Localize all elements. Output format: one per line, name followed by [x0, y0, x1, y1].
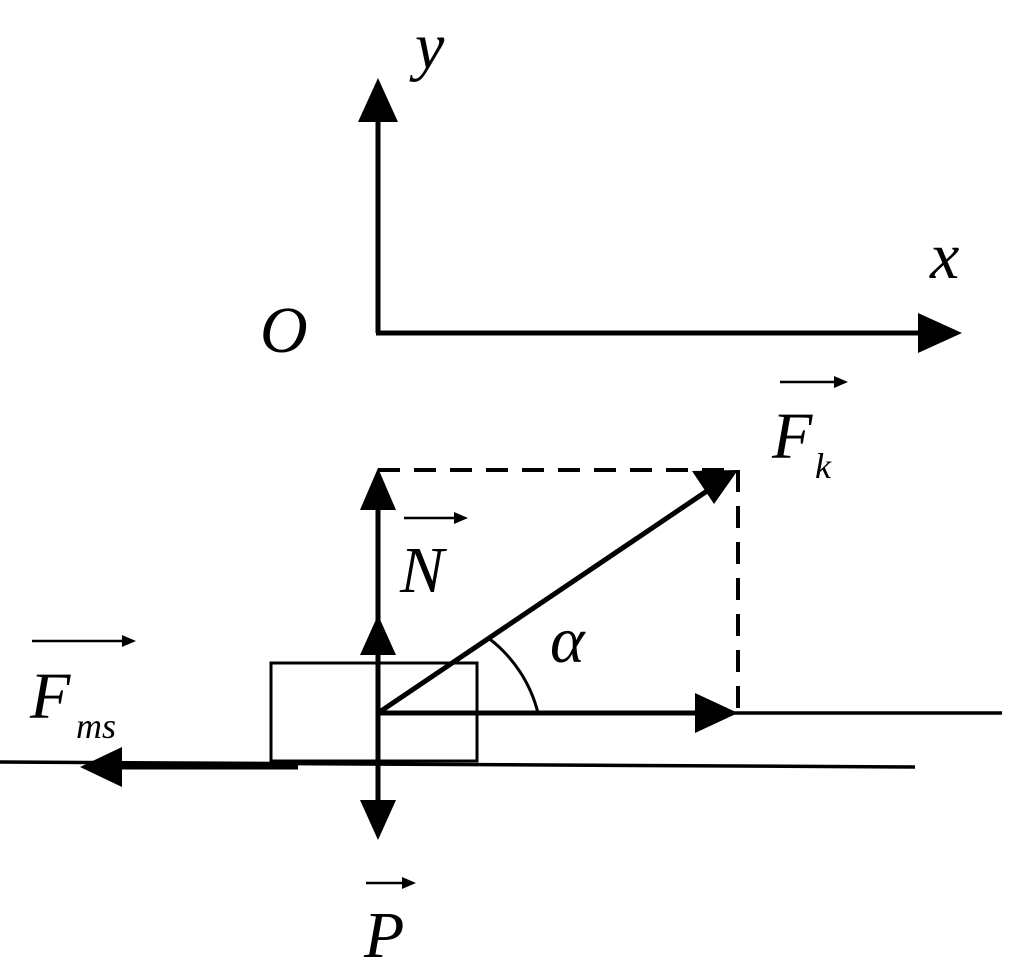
y-axis-label: y	[409, 10, 445, 83]
weight-arrowhead	[360, 800, 396, 840]
angle-arc	[487, 637, 540, 714]
pulling-force-arrow	[376, 470, 738, 716]
component-dashed-lines	[378, 468, 740, 713]
weight-arrow	[360, 713, 396, 840]
pulling-force-label: F k	[771, 376, 848, 486]
normal-force-arrow	[360, 468, 396, 713]
weight-letter: P	[363, 899, 404, 970]
coordinate-axes: O x y	[260, 10, 962, 367]
x-axis-label: x	[929, 220, 959, 293]
friction-force-letter: F	[29, 660, 71, 733]
origin-label: O	[260, 294, 308, 367]
x-axis-arrowhead	[918, 313, 962, 353]
normal-force-letter: N	[399, 534, 448, 607]
friction-force-subscript: ms	[76, 706, 116, 746]
horizontal-component-arrow	[378, 693, 738, 733]
y-axis-arrowhead	[358, 78, 398, 122]
horizontal-component-arrowhead	[695, 693, 738, 733]
friction-arrowhead	[80, 747, 122, 787]
friction-force-label: F ms	[29, 635, 136, 746]
pulling-force-arrowhead	[692, 470, 738, 504]
friction-force-arrow	[80, 747, 298, 787]
pulling-force-letter: F	[771, 400, 813, 473]
vertical-component-arrowhead	[360, 468, 396, 510]
weight-label: P	[363, 877, 416, 970]
normal-force-arrowhead	[360, 615, 396, 655]
normal-force-label: N	[399, 512, 468, 607]
angle-label: α	[550, 604, 586, 677]
pulling-force-subscript: k	[815, 446, 832, 486]
